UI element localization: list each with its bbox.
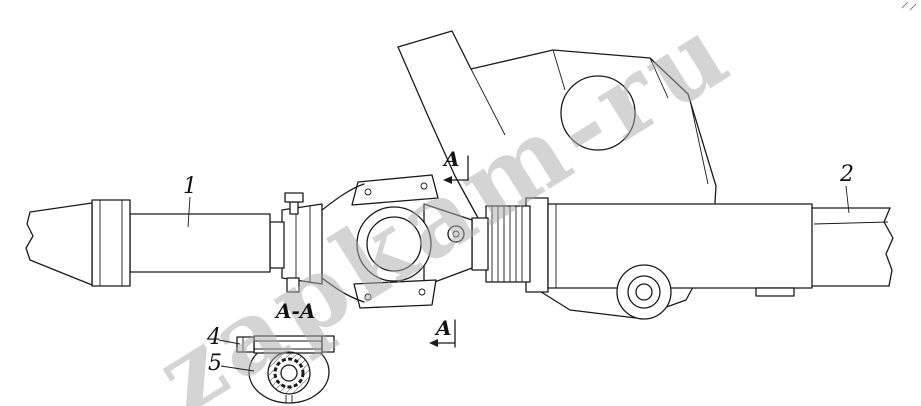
section-marker-bottom: A <box>429 316 456 348</box>
section-label-bottom: A <box>434 316 452 340</box>
yoke-bolt <box>286 277 300 293</box>
clamp-section-view <box>236 335 335 404</box>
section-arrow-bottom <box>429 339 438 347</box>
shaft-yoke <box>281 192 323 293</box>
leader-line-1 <box>187 196 191 228</box>
gear-housing <box>525 197 894 297</box>
callouts: 1 2 4 5 A A A-A <box>183 147 854 376</box>
spline-section <box>485 205 531 283</box>
part-label-5: 5 <box>208 351 222 376</box>
bearing-cap-top <box>351 174 439 206</box>
leader-line-2 <box>845 185 850 214</box>
leader-line-4 <box>218 339 241 345</box>
pivot-boss <box>616 264 672 320</box>
section-arrow-top <box>443 176 452 184</box>
grease-fitting <box>284 192 304 215</box>
universal-joint <box>321 174 489 309</box>
right-cylinder <box>811 207 894 287</box>
left-shaft <box>25 199 285 287</box>
part-label-4: 4 <box>206 325 221 350</box>
clamp-bolt <box>236 335 335 353</box>
section-label-top: A <box>442 147 460 171</box>
leader-line-5 <box>220 365 255 372</box>
torn-shaft-end <box>25 202 93 286</box>
section-view-label: A-A <box>274 299 315 323</box>
corner-mark <box>901 1 917 11</box>
bracket-hole <box>560 75 636 151</box>
section-marker-top: A <box>442 147 469 184</box>
trunnion-bolt <box>447 225 465 243</box>
part-label-2: 2 <box>839 162 854 187</box>
part-label-1: 1 <box>183 174 197 199</box>
